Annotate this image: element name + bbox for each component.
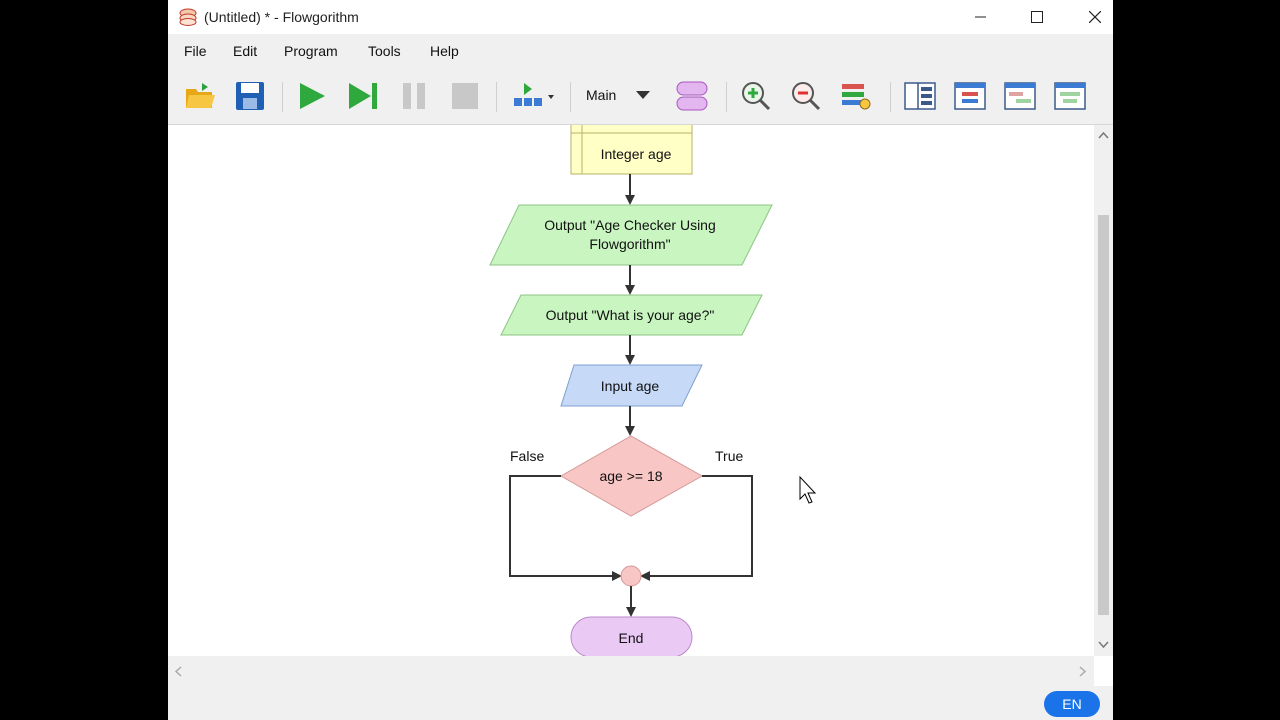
zoom-in-icon bbox=[742, 82, 771, 111]
shape-style-icon bbox=[676, 81, 708, 111]
output-question-text: Output "What is your age?" bbox=[546, 307, 715, 323]
output-title-line2: Flowgorithm" bbox=[589, 236, 670, 252]
source-code-button[interactable] bbox=[952, 78, 988, 114]
scroll-left-icon[interactable] bbox=[174, 666, 182, 677]
stop-icon bbox=[452, 83, 478, 109]
output-block-question[interactable]: Output "What is your age?" bbox=[500, 294, 763, 336]
console-button[interactable] bbox=[1002, 78, 1038, 114]
true-label: True bbox=[715, 448, 743, 464]
save-button[interactable] bbox=[232, 78, 268, 114]
variable-watch-icon bbox=[904, 82, 936, 110]
function-selector[interactable]: Main bbox=[586, 87, 617, 103]
false-label: False bbox=[510, 448, 544, 464]
zoom-in-button[interactable] bbox=[738, 78, 774, 114]
open-icon bbox=[186, 83, 215, 108]
layout-icon bbox=[514, 83, 554, 106]
toolbar: Main bbox=[168, 68, 1113, 125]
horizontal-scrollbar[interactable] bbox=[168, 656, 1094, 686]
zoom-out-button[interactable] bbox=[788, 78, 824, 114]
language-badge[interactable]: EN bbox=[1044, 691, 1100, 717]
source-code-icon bbox=[954, 82, 986, 110]
chart-icon bbox=[1054, 82, 1086, 110]
decision-block[interactable]: age >= 18 bbox=[559, 435, 704, 517]
open-button[interactable] bbox=[182, 78, 218, 114]
declare-block[interactable]: Integer age bbox=[570, 125, 693, 175]
vertical-scrollbar[interactable] bbox=[1094, 125, 1113, 656]
pause-button[interactable] bbox=[396, 78, 432, 114]
output-block-title[interactable]: Output "Age Checker Using Flowgorithm" bbox=[489, 204, 773, 266]
shape-style-button[interactable] bbox=[674, 78, 710, 114]
input-text: Input age bbox=[601, 378, 660, 394]
variable-watch-button[interactable] bbox=[902, 78, 938, 114]
run-button[interactable] bbox=[294, 78, 330, 114]
menu-edit[interactable]: Edit bbox=[233, 43, 258, 59]
status-bar: EN bbox=[168, 686, 1113, 720]
flowgorithm-window: (Untitled) * - Flowgorithm File Edit Pro… bbox=[168, 0, 1113, 720]
declare-text: Integer age bbox=[601, 146, 672, 162]
pause-icon bbox=[403, 83, 425, 109]
settings-icon bbox=[842, 84, 871, 110]
menu-tools[interactable]: Tools bbox=[368, 43, 401, 59]
flowgorithm-app-icon bbox=[179, 8, 197, 26]
scroll-up-icon[interactable] bbox=[1098, 131, 1109, 139]
end-block[interactable]: End bbox=[570, 616, 693, 656]
input-block[interactable]: Input age bbox=[560, 364, 703, 407]
end-text: End bbox=[619, 630, 644, 646]
true-branch-line bbox=[640, 475, 753, 581]
scroll-right-icon[interactable] bbox=[1079, 666, 1087, 677]
close-button[interactable] bbox=[1072, 0, 1113, 34]
scroll-down-icon[interactable] bbox=[1098, 641, 1109, 649]
menu-help[interactable]: Help bbox=[430, 43, 459, 59]
step-button[interactable] bbox=[345, 78, 381, 114]
save-icon bbox=[236, 82, 264, 110]
minimize-icon bbox=[975, 16, 986, 18]
menu-program[interactable]: Program bbox=[284, 43, 338, 59]
maximize-button[interactable] bbox=[1014, 0, 1060, 34]
mouse-cursor-icon bbox=[799, 475, 817, 504]
decision-text: age >= 18 bbox=[599, 468, 662, 484]
title-bar: (Untitled) * - Flowgorithm bbox=[168, 0, 1113, 34]
zoom-out-icon bbox=[792, 82, 821, 111]
minimize-button[interactable] bbox=[958, 0, 1004, 34]
layout-dropdown-button[interactable] bbox=[508, 78, 558, 114]
window-title: (Untitled) * - Flowgorithm bbox=[204, 9, 359, 25]
run-icon bbox=[300, 83, 325, 109]
menu-bar: File Edit Program Tools Help bbox=[168, 34, 1113, 68]
chevron-down-icon[interactable] bbox=[636, 90, 650, 100]
vertical-scroll-thumb[interactable] bbox=[1098, 215, 1109, 615]
output-title-line1: Output "Age Checker Using bbox=[544, 217, 716, 233]
settings-button[interactable] bbox=[838, 78, 874, 114]
console-icon bbox=[1004, 82, 1036, 110]
flowchart-canvas[interactable]: Integer age Output "Age Checker Using Fl… bbox=[168, 125, 1095, 656]
close-icon bbox=[1089, 11, 1101, 23]
flowchart-diagram: Integer age Output "Age Checker Using Fl… bbox=[489, 125, 817, 656]
menu-file[interactable]: File bbox=[184, 43, 207, 59]
merge-connector bbox=[620, 565, 642, 587]
maximize-icon bbox=[1031, 11, 1043, 23]
stop-button[interactable] bbox=[447, 78, 483, 114]
step-icon bbox=[349, 83, 377, 109]
chart-button[interactable] bbox=[1052, 78, 1088, 114]
false-branch-line bbox=[509, 475, 622, 581]
